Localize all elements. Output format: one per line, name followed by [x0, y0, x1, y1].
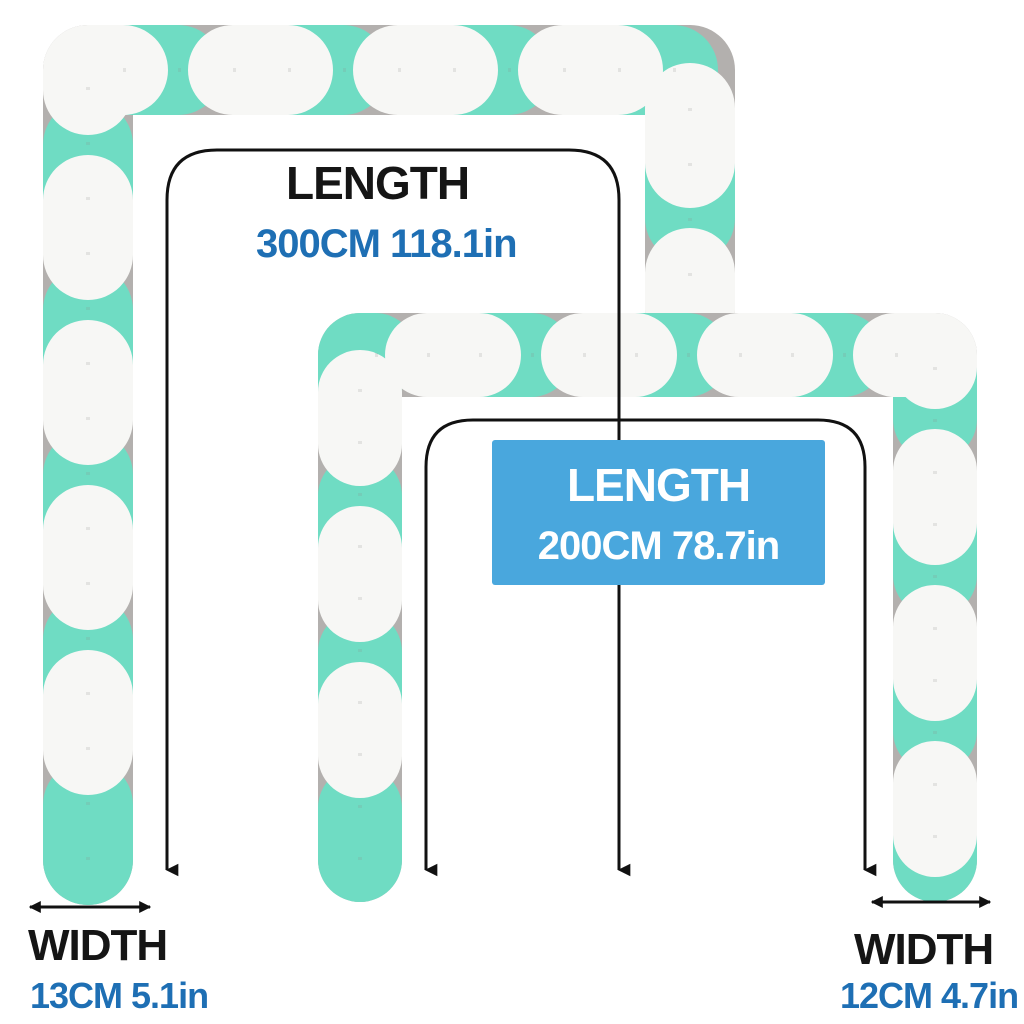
braid-small-strand-gray	[318, 313, 977, 902]
braid-small-strand-white	[318, 313, 977, 902]
small-length-value: 200CM 78.7in	[537, 524, 780, 568]
large-width-value: 13CM 5.1in	[30, 975, 209, 1016]
large-braid	[43, 25, 735, 905]
large-width-title: WIDTH	[28, 921, 168, 970]
braid-small-strand-mint	[318, 313, 977, 902]
small-braid	[318, 313, 977, 902]
small-width-title: WIDTH	[854, 925, 994, 974]
small-length-highlight-box: LENGTH 200CM 78.7in	[492, 440, 825, 585]
large-length-title: LENGTH	[286, 157, 470, 209]
braid-large-strand-white	[43, 25, 735, 905]
large-length-arrow	[165, 148, 631, 877]
braid-small-shading	[358, 353, 937, 860]
small-length-title: LENGTH	[566, 459, 751, 511]
small-width-value: 12CM 4.7in	[840, 975, 1019, 1016]
small-length-arrow	[424, 418, 877, 877]
large-length-value: 300CM 118.1in	[256, 222, 517, 266]
